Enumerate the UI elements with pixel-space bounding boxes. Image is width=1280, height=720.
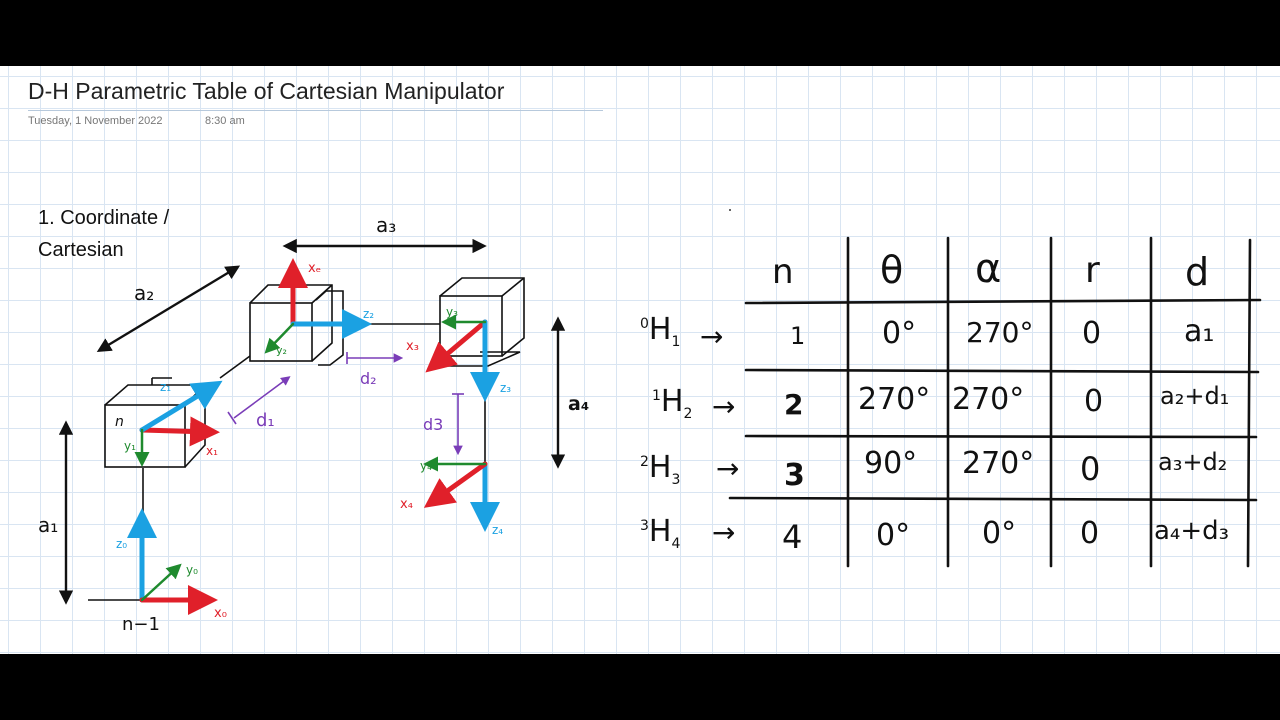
frame-0 <box>127 508 218 615</box>
section-heading-line-1: 1. Coordinate / <box>38 207 170 229</box>
label-x3: x₃ <box>406 339 419 354</box>
frame-4 <box>423 456 500 532</box>
label-y0: y₀ <box>186 563 198 577</box>
label-z1: z₁ <box>160 380 171 394</box>
joint-1-box <box>104 404 186 468</box>
d1-arrow <box>233 376 291 419</box>
page-date: Tuesday, 1 November 2022 <box>28 115 163 127</box>
sketch-labels: a₁ a₂ a₃ a₄ d₁ d₂ d3 x₀ y₀ z₀ x₁ z₁ y₁ x… <box>38 213 589 635</box>
page-time: 8:30 am <box>205 115 245 127</box>
a2-dimension <box>96 265 241 352</box>
label-a4: a₄ <box>568 393 589 415</box>
label-d2: d₂ <box>360 369 377 388</box>
label-y4: y₄ <box>420 459 432 473</box>
label-z3: z₃ <box>500 381 511 395</box>
label-d3: d3 <box>423 415 443 434</box>
label-y2: y₂ <box>276 344 287 357</box>
title-underline <box>28 110 603 111</box>
section-heading[interactable]: 1. Coordinate / Cartesian <box>38 202 238 266</box>
label-d1: d₁ <box>256 410 275 431</box>
label-a1: a₁ <box>38 513 58 537</box>
label-y1: y₁ <box>124 439 136 453</box>
label-a2: a₂ <box>134 281 154 305</box>
dh-table-grid <box>728 236 1262 568</box>
dimension-arrows <box>58 238 566 605</box>
label-n-minus-1: n−1 <box>122 614 160 635</box>
frame-3 <box>425 314 500 402</box>
label-x4: x₄ <box>400 497 413 512</box>
joint-2-box <box>249 302 313 362</box>
label-z4: z₄ <box>492 523 503 537</box>
label-x0: x₀ <box>214 606 227 621</box>
label-a3: a₃ <box>376 213 396 237</box>
notebook-page: D-H Parametric Table of Cartesian Manipu… <box>0 66 1280 654</box>
joint-3-box <box>439 295 503 357</box>
frame-1 <box>134 380 223 467</box>
page-title[interactable]: D-H Parametric Table of Cartesian Manipu… <box>28 78 505 104</box>
label-xe: xₑ <box>308 261 321 276</box>
distance-arrows <box>227 352 464 456</box>
label-z0: z₀ <box>116 537 127 551</box>
frame-2 <box>264 258 372 354</box>
label-y3: y₃ <box>446 305 458 319</box>
section-heading-line-2: Cartesian <box>38 239 124 261</box>
ink-dot <box>729 209 731 211</box>
label-x1: x₁ <box>206 444 218 458</box>
label-z2: z₂ <box>363 307 374 321</box>
label-n: n <box>115 414 124 430</box>
